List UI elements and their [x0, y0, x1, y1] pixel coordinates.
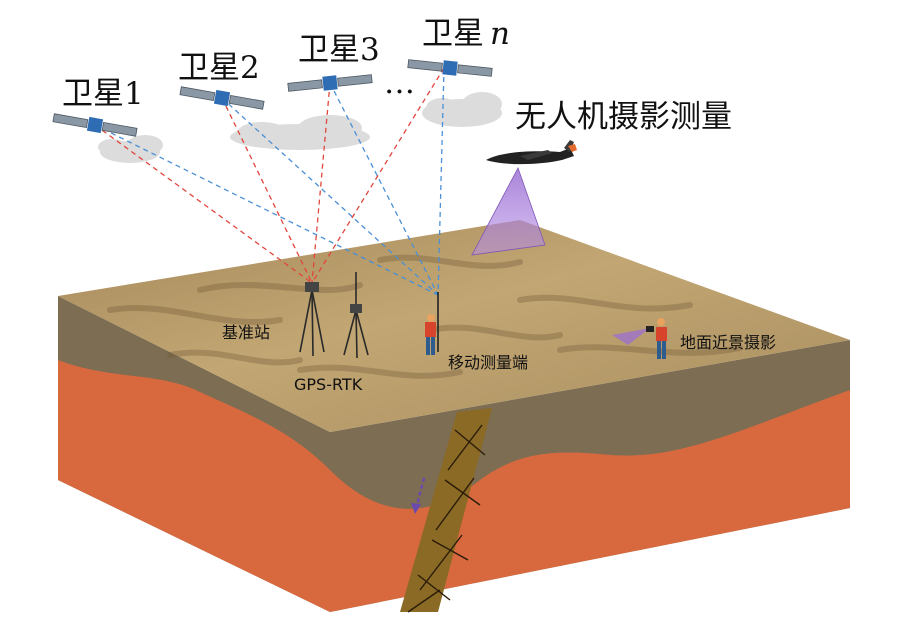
- rock-layer-right: [330, 390, 850, 612]
- base-station-label: 基准站: [222, 323, 270, 342]
- satellite-2-label: 卫星2: [178, 50, 260, 86]
- signal-lines: [94, 67, 445, 296]
- ground-surface: [58, 220, 850, 432]
- satellite-1-icon: [52, 113, 138, 137]
- close-range-label: 地面近景摄影: [680, 333, 776, 352]
- gps-rtk-label: GPS-RTK: [294, 375, 363, 394]
- satellite-n-icon: [407, 59, 493, 77]
- mobile-survey-label: 移动测量端: [448, 353, 528, 372]
- satellites-ellipsis: …: [384, 65, 415, 101]
- rock-layer-front: [58, 360, 330, 612]
- displacement-arrow-icon: [411, 477, 426, 514]
- close-range-photographer-icon: [612, 318, 667, 359]
- uav-label: 无人机摄影测量: [515, 99, 732, 135]
- satellite-1-label: 卫星1: [62, 76, 144, 112]
- base-station-tripod-icon: [299, 282, 325, 357]
- cloud-icon: [98, 135, 163, 163]
- mobile-surveyor-icon: [425, 292, 439, 355]
- satellite-3-label: 卫星3: [298, 32, 380, 68]
- uav-camera-cone: [471, 167, 546, 256]
- uav-drone-icon: [486, 140, 577, 165]
- satellite-3-icon: [287, 74, 373, 92]
- terrain-texture: [107, 254, 743, 379]
- clouds: [98, 92, 502, 163]
- fault-zone: [400, 408, 492, 612]
- gps-rtk-tripod-icon: [343, 272, 369, 359]
- terrain-block: [58, 220, 850, 613]
- satellite-2-icon: [179, 86, 265, 110]
- cloud-icon: [422, 92, 502, 127]
- fault-fractures: [407, 424, 486, 613]
- cloud-icon: [230, 115, 370, 150]
